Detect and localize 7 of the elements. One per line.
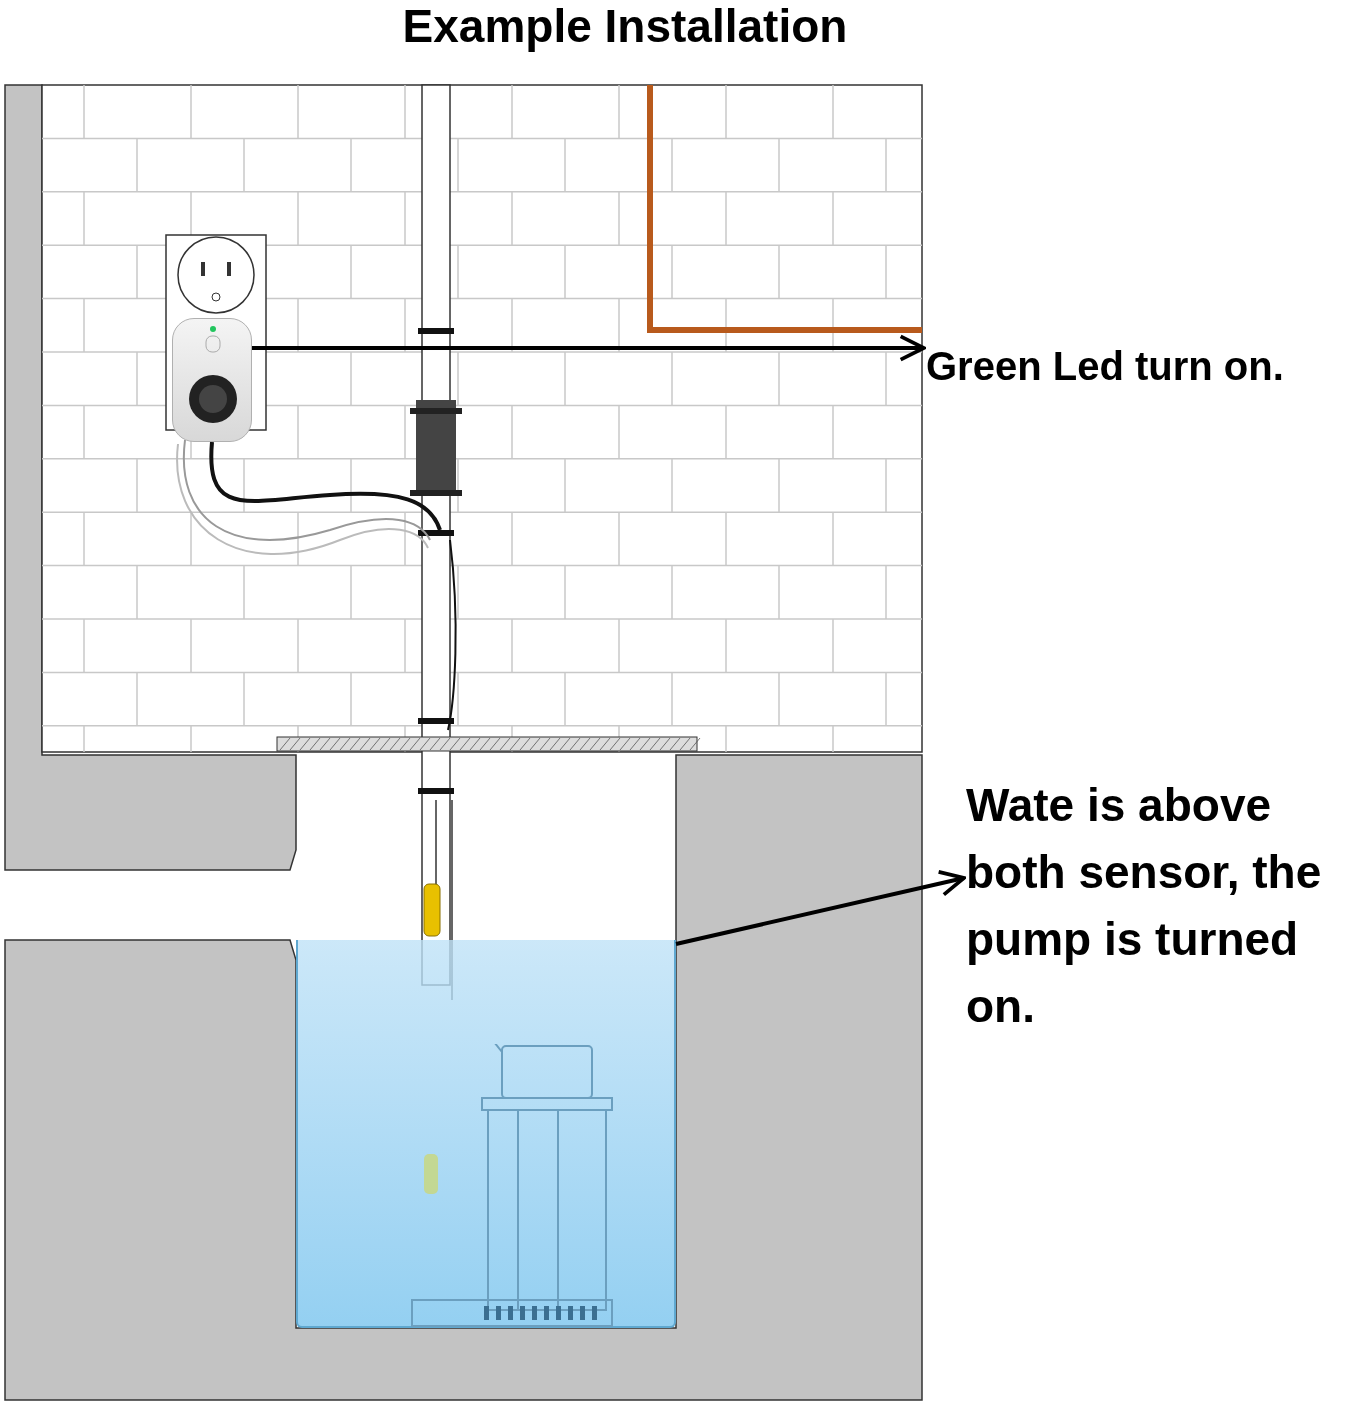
callout-text: Wate is above both sensor, the pump is turned on.	[966, 778, 1323, 1034]
callout-text: Green Led turn on.	[926, 343, 1285, 390]
smart-plug-device	[172, 318, 252, 442]
leader-arrow	[675, 869, 966, 946]
diagram-title: Example Installation	[401, 0, 849, 52]
sump-water	[296, 940, 676, 1328]
leader-arrow	[252, 334, 926, 362]
